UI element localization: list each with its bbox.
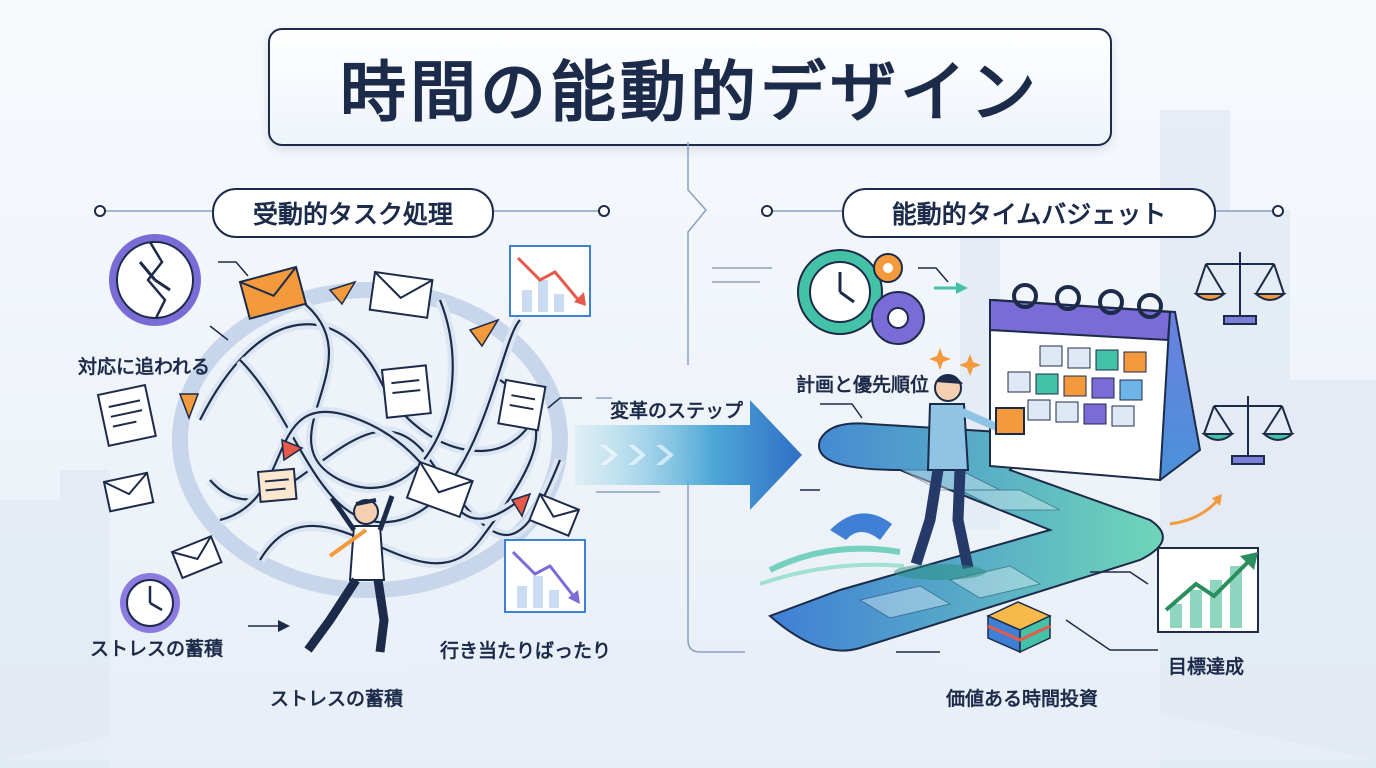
balance-scale-icon xyxy=(1201,396,1295,465)
walking-person-icon xyxy=(894,374,1025,580)
left-heading: 受動的タスク処理 xyxy=(212,188,494,238)
dash-lines xyxy=(596,267,772,493)
right-heading-text: 能動的タイムバジェット xyxy=(891,200,1167,229)
connector-dots xyxy=(94,205,1284,217)
swirl-icon xyxy=(759,513,905,586)
title-banner: 時間の能動的デザイン xyxy=(268,28,1112,146)
cube-icon xyxy=(986,601,1052,654)
down-trend-chart-icon xyxy=(504,539,586,613)
label-planning: 計画と優先順位 xyxy=(796,374,930,396)
page-title: 時間の能動的デザイン xyxy=(340,54,1040,131)
right-heading: 能動的タイムバジェット xyxy=(842,188,1216,238)
stress-clock-icon xyxy=(120,573,180,633)
scatter-arrows xyxy=(178,280,532,518)
calendar-icon xyxy=(929,283,1202,482)
broken-clock-icon xyxy=(109,234,201,326)
left-pointers xyxy=(209,261,582,627)
tangled-threads-icon xyxy=(172,282,568,598)
connector-lines xyxy=(100,142,1278,653)
transition-arrow-icon xyxy=(575,400,802,510)
right-pointers xyxy=(800,489,1158,653)
label-investment: 価値ある時間投資 xyxy=(946,688,1099,710)
stressed-person-icon xyxy=(304,495,395,653)
label-haphazard: 行き当たりばったり xyxy=(440,640,612,662)
up-trend-chart-icon xyxy=(1157,494,1259,633)
envelope-icon xyxy=(102,265,581,580)
label-stress-b: ストレスの蓄積 xyxy=(270,688,404,710)
left-heading-text: 受動的タスク処理 xyxy=(252,200,453,229)
label-chasing: 対応に追われる xyxy=(78,356,211,378)
label-goal: 目標達成 xyxy=(1168,656,1245,678)
down-trend-chart-icon xyxy=(509,245,591,317)
label-stress-a: ストレスの蓄積 xyxy=(90,638,224,660)
gear-clock-icon xyxy=(797,249,925,345)
balance-scale-icon xyxy=(1193,252,1287,325)
document-icon xyxy=(96,364,547,503)
label-transition: 変革のステップ xyxy=(610,400,744,422)
